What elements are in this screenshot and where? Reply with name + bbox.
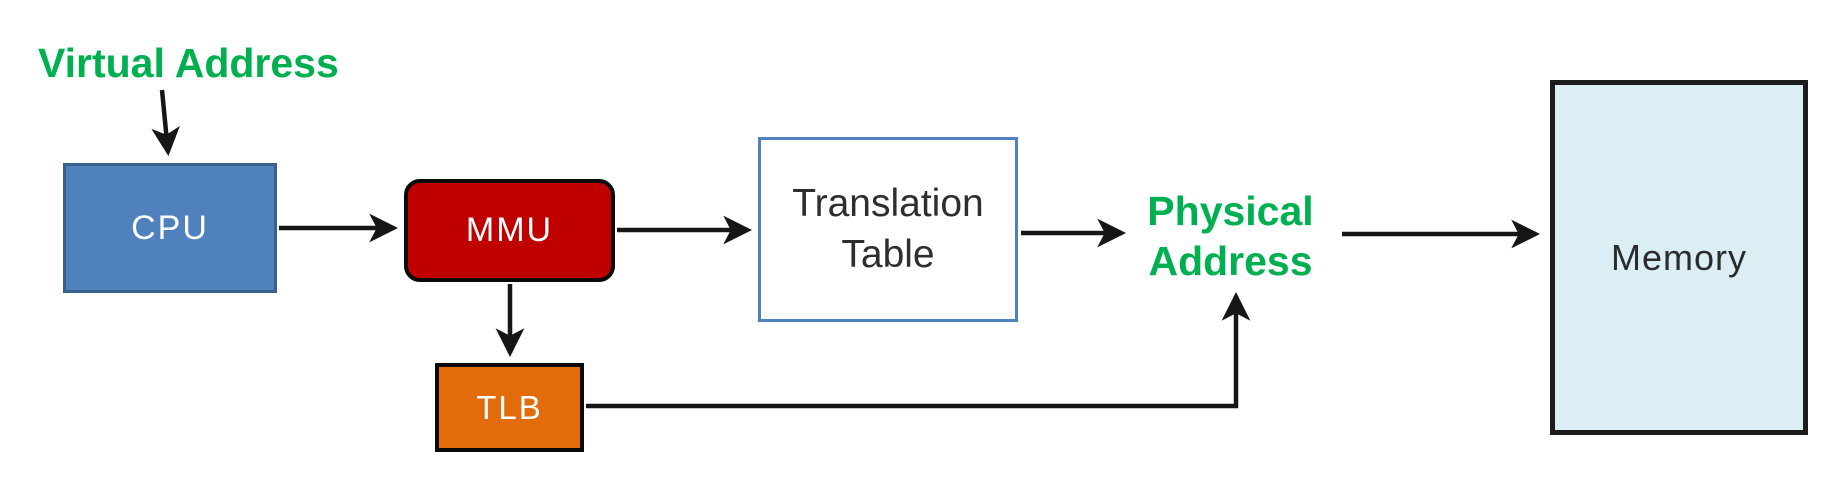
virtual-address-label: Virtual Address (38, 40, 339, 86)
physical-address-label-line1: Physical (1147, 188, 1314, 234)
cpu-node: CPU (63, 163, 277, 293)
physical-address-label: Physical Address (1128, 186, 1333, 286)
physical-address-label-line2: Address (1148, 238, 1313, 285)
tlb-node: TLB (435, 363, 584, 452)
mmu-node: MMU (404, 179, 615, 282)
arrow-virtual-address-to-cpu (151, 89, 180, 157)
translation-table-label-line1: Translation (792, 181, 984, 225)
cpu-node-label: CPU (131, 208, 209, 247)
memory-node-label: Memory (1610, 236, 1747, 278)
translation-table-node-label: Translation Table (792, 179, 983, 280)
tlb-node-label: TLB (476, 388, 543, 426)
translation-table-label-line2: Table (841, 232, 935, 276)
translation-table-node: Translation Table (758, 137, 1018, 322)
memory-node: Memory (1550, 80, 1808, 435)
mmu-node-label: MMU (465, 211, 554, 249)
